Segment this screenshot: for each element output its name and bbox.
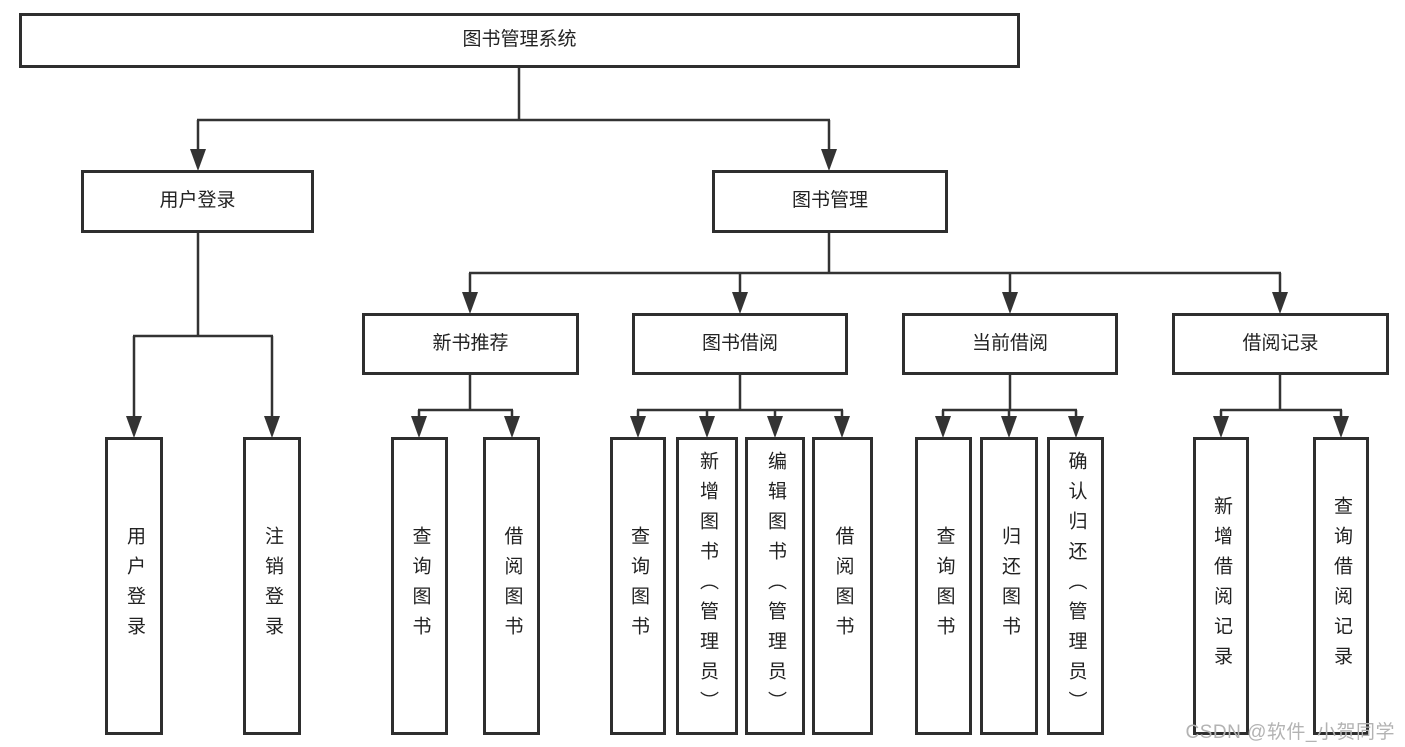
leaf-query-books-borrowing: 查询图书: [610, 437, 666, 735]
node-label: 新增图书（管理员）: [696, 451, 718, 721]
leaf-add-books-admin: 新增图书（管理员）: [676, 437, 738, 735]
leaf-return-books: 归还图书: [980, 437, 1038, 735]
node-label: 新书推荐: [432, 332, 509, 354]
node-label: 用户登录: [159, 190, 236, 212]
leaf-query-books-current: 查询图书: [915, 437, 972, 735]
node-book-borrowing: 图书借阅: [632, 313, 848, 375]
node-label: 查询借阅记录: [1330, 496, 1352, 676]
node-library-management-system: 图书管理系统: [19, 13, 1020, 68]
node-label: 查询图书: [627, 526, 649, 646]
leaf-user-login: 用户登录: [105, 437, 163, 735]
node-user-login: 用户登录: [81, 170, 314, 233]
node-current-borrowing: 当前借阅: [902, 313, 1118, 375]
node-borrowing-records: 借阅记录: [1172, 313, 1389, 375]
node-label: 注销登录: [261, 526, 283, 646]
node-label: 归还图书: [998, 526, 1020, 646]
node-label: 新增借阅记录: [1210, 496, 1232, 676]
leaf-edit-books-admin: 编辑图书（管理员）: [745, 437, 805, 735]
node-label: 用户登录: [123, 526, 145, 646]
csdn-watermark: CSDN @软件_小贺同学: [1185, 722, 1395, 743]
node-label: 查询图书: [933, 526, 955, 646]
node-label: 查询图书: [409, 526, 431, 646]
node-book-management: 图书管理: [712, 170, 948, 233]
node-new-book-recommendation: 新书推荐: [362, 313, 579, 375]
node-label: 当前借阅: [971, 332, 1048, 354]
node-label: 借阅记录: [1242, 332, 1319, 354]
leaf-borrow-books: 借阅图书: [812, 437, 873, 735]
node-label: 图书借阅: [701, 332, 778, 354]
node-label: 借阅图书: [501, 526, 523, 646]
leaf-query-books-recommend: 查询图书: [391, 437, 448, 735]
leaf-borrow-books-recommend: 借阅图书: [483, 437, 540, 735]
node-label: 确认归还（管理员）: [1065, 451, 1087, 721]
node-label: 图书管理系统: [462, 29, 577, 51]
leaf-confirm-return-admin: 确认归还（管理员）: [1047, 437, 1104, 735]
node-label: 编辑图书（管理员）: [764, 451, 786, 721]
node-label: 借阅图书: [832, 526, 854, 646]
leaf-add-borrow-record: 新增借阅记录: [1193, 437, 1249, 735]
node-label: 图书管理: [791, 190, 868, 212]
leaf-query-borrow-record: 查询借阅记录: [1313, 437, 1369, 735]
leaf-logout: 注销登录: [243, 437, 301, 735]
